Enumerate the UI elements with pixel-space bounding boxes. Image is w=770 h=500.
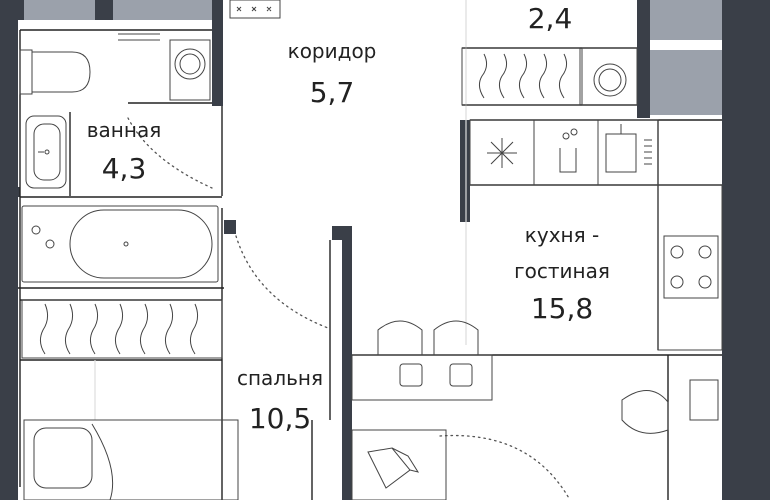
washing-machine-icon (118, 33, 211, 101)
room-name-corridor: коридор (288, 39, 377, 63)
room-area-bedroom: 10,5 (249, 402, 311, 435)
room-area-bathroom: 4,3 (102, 152, 147, 185)
bed-icon (23, 419, 447, 500)
door-swings (94, 0, 571, 500)
windows (24, 0, 722, 115)
toilet-icon (19, 49, 91, 95)
room-area-storage: 2,4 (528, 2, 573, 35)
room-name-bedroom: спальня (237, 366, 323, 390)
sink-icon (25, 115, 67, 189)
room-name-kitchen-living-line2: гостиная (514, 259, 610, 283)
room-area-corridor: 5,7 (310, 76, 355, 109)
wardrobe-icon (21, 47, 638, 359)
refrigerator-icon (469, 119, 535, 186)
room-name-bathroom: ванная (87, 118, 161, 142)
dining-table-icon (351, 320, 719, 434)
sink-icon (597, 119, 659, 186)
sink-icon (533, 119, 599, 186)
stove-icon (657, 184, 723, 351)
bathtub-icon (21, 205, 219, 283)
room-area-kitchen-living: 15,8 (531, 292, 593, 325)
shower-icon (229, 0, 281, 19)
room-name-kitchen-living-line1: кухня - (525, 223, 599, 247)
